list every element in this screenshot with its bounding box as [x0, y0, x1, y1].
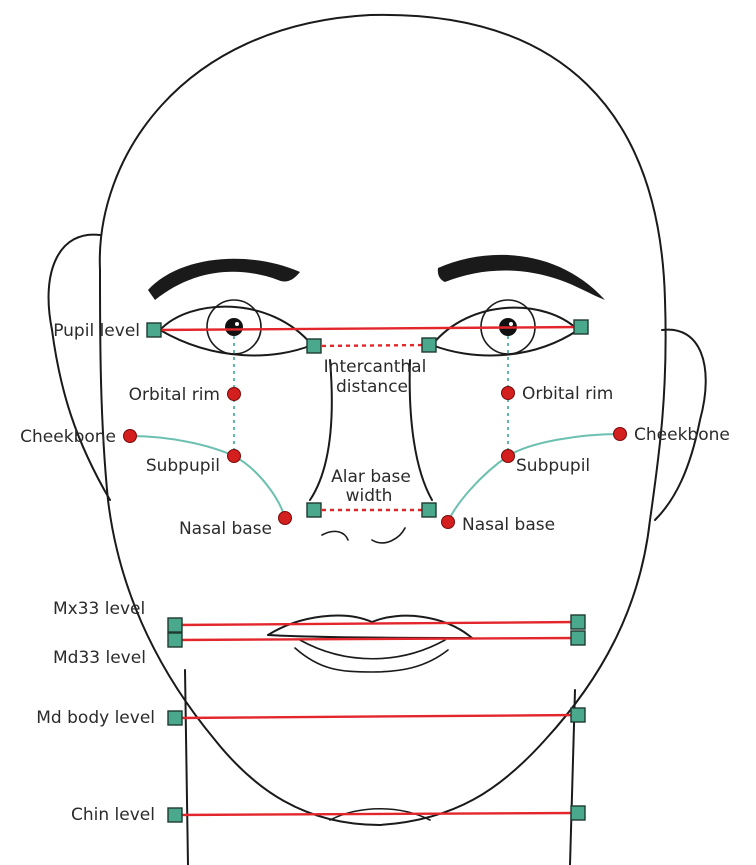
intercanthal-distance-line — [314, 345, 429, 346]
landmark-square-icon — [571, 631, 585, 645]
landmark-dot-icon — [124, 430, 137, 443]
chin-level-line — [175, 813, 578, 815]
landmark-dot-icon — [502, 450, 515, 463]
md33-level-line — [175, 638, 578, 640]
md33-level-label: Md33 level — [53, 648, 146, 668]
landmark-square-icon — [168, 633, 182, 647]
landmark-square-icon — [422, 338, 436, 352]
landmark-square-icon — [571, 615, 585, 629]
subpupil-right-label: Subpupil — [146, 456, 220, 476]
md-body-level-line — [175, 715, 578, 718]
landmark-square-icon — [168, 808, 182, 822]
mx33-level-label: Mx33 level — [53, 599, 145, 619]
alar-base-label-line1: Alar base — [331, 467, 411, 487]
orbital-rim-right-label: Orbital rim — [129, 385, 220, 405]
orbital-rim-left-label: Orbital rim — [522, 384, 613, 404]
landmark-dot-icon — [442, 516, 455, 529]
mx33-level-line — [175, 622, 578, 625]
landmark-square-icon — [168, 618, 182, 632]
left-cheek-curve — [448, 434, 620, 522]
right-eye — [160, 300, 312, 355]
md-body-level-label: Md body level — [36, 708, 155, 728]
cheekbone-right-label: Cheekbone — [20, 427, 116, 447]
cheekbone-left-label: Cheekbone — [634, 425, 730, 445]
labels: Pupil level Intercanthal distance Orbita… — [20, 321, 730, 825]
landmark-square-icon — [307, 503, 321, 517]
landmark-square-icon — [147, 323, 161, 337]
landmark-dot-icon — [228, 450, 241, 463]
nasal-base-right-label: Nasal base — [179, 519, 272, 539]
intercanthal-label-line2: distance — [336, 377, 408, 397]
face-outline — [49, 15, 706, 865]
landmark-square-icon — [574, 320, 588, 334]
alar-base-label-line2: width — [346, 486, 393, 506]
pupil-level-line — [154, 327, 581, 330]
landmark-dot-icon — [614, 428, 627, 441]
pupil-level-label: Pupil level — [53, 321, 140, 341]
landmark-square-icon — [422, 503, 436, 517]
left-eyebrow — [438, 255, 605, 300]
landmark-square-icon — [307, 339, 321, 353]
landmark-dot-icon — [279, 512, 292, 525]
right-cheek-curve — [130, 436, 285, 518]
intercanthal-label-line1: Intercanthal — [324, 357, 427, 377]
landmark-dot-icon — [502, 387, 515, 400]
subpupil-left-label: Subpupil — [516, 456, 590, 476]
landmark-square-icon — [571, 806, 585, 820]
right-eyebrow — [148, 259, 300, 300]
landmark-square-icon — [571, 708, 585, 722]
landmark-square-icon — [168, 711, 182, 725]
nasal-base-left-label: Nasal base — [462, 515, 555, 535]
chin-level-label: Chin level — [71, 805, 155, 825]
landmark-dot-icon — [228, 388, 241, 401]
